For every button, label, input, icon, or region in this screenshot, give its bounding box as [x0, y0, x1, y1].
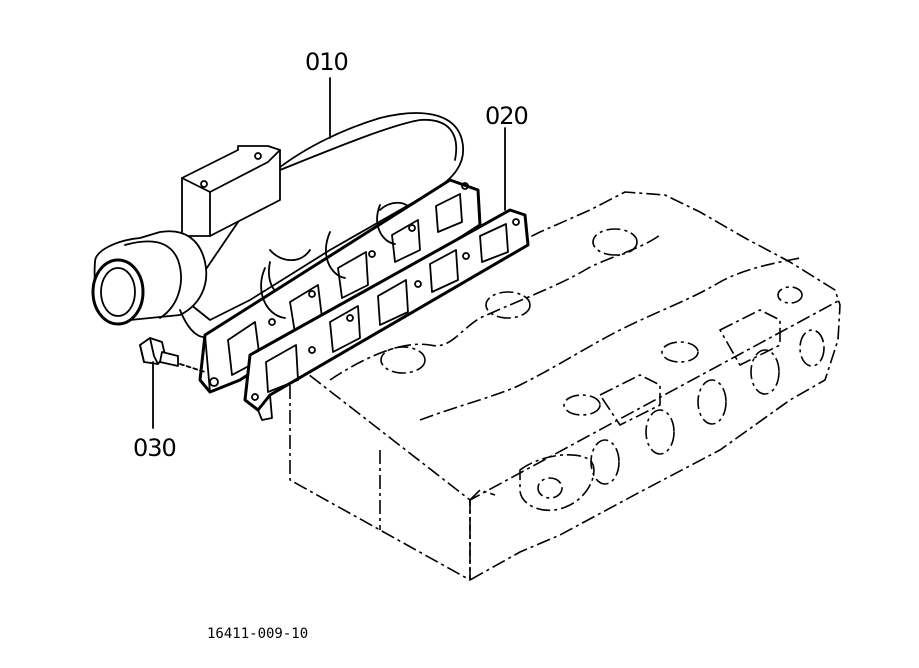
- bolt: [139, 337, 206, 373]
- part-label-010: 010: [305, 48, 348, 76]
- cylinder-head: [289, 191, 841, 581]
- manifold-gasket: [243, 208, 530, 421]
- drawing-number: 16411-009-10: [207, 626, 308, 642]
- leader-lines: [152, 77, 506, 429]
- part-label-020: 020: [485, 102, 528, 130]
- intake-manifold: [91, 112, 482, 394]
- part-label-030: 030: [133, 434, 176, 462]
